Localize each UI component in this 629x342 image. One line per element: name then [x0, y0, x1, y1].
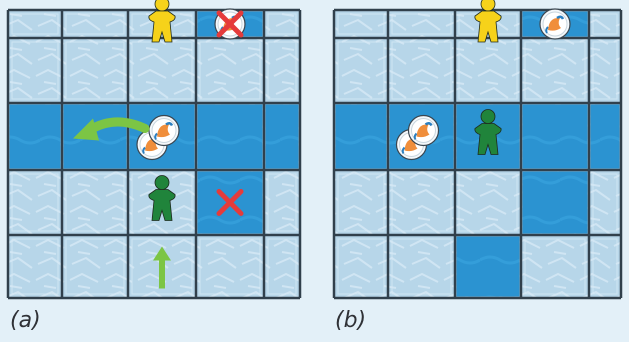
board-a-cell-r2c4 [266, 105, 299, 169]
board-a-cell-r1c1 [64, 40, 127, 102]
board-a-cell-r3c1 [64, 172, 127, 234]
board-a-cell-r1c0 [10, 40, 61, 102]
board-b-cell-r3c0 [336, 172, 387, 234]
fish-token-icon [409, 116, 439, 146]
board-a-cell-r4c3 [198, 237, 263, 297]
board-a-cell-r1c4 [266, 40, 299, 102]
board-b-cell-r4c0 [336, 237, 387, 297]
board-a-cell-r4c0 [10, 237, 61, 297]
board-b-cell-r1c3 [523, 40, 588, 102]
board-b-cell-r2c0 [336, 105, 387, 169]
board-a [8, 0, 300, 298]
board-a-cell-r3c0 [10, 172, 61, 234]
board-a-cell-r3c4 [266, 172, 299, 234]
panel-a-label: (a) [10, 308, 41, 333]
board-b-cell-r2c4 [591, 105, 620, 169]
board-b-cell-r4c3 [523, 237, 588, 297]
fish-token-icon [149, 116, 179, 146]
board-a-cell-r2c0 [10, 105, 61, 169]
board-a-cell-r1c3 [198, 40, 263, 102]
board-b [334, 0, 621, 298]
panel-b-label: (b) [335, 308, 366, 333]
board-b-cell-r4c1 [390, 237, 454, 297]
board-b-cell-r4c2 [457, 237, 520, 297]
board-a-cell-r0c4 [266, 12, 299, 37]
board-b-cell-r3c1 [390, 172, 454, 234]
board-b-cell-r2c3 [523, 105, 588, 169]
board-b-cell-r3c2 [457, 172, 520, 234]
board-b-cell-r0c4 [591, 12, 620, 37]
board-b-cell-r1c0 [336, 40, 387, 102]
board-a-cell-r4c1 [64, 237, 127, 297]
board-a-cell-r0c0 [10, 12, 61, 37]
board-a-cell-r2c3 [198, 105, 263, 169]
board-b-cell-r0c1 [390, 12, 454, 37]
board-a-cell-r1c2 [130, 40, 195, 102]
fish-token-icon [540, 9, 570, 39]
board-b-cell-r0c0 [336, 12, 387, 37]
board-b-cell-r3c4 [591, 172, 620, 234]
board-a-cell-r0c1 [64, 12, 127, 37]
board-b-cell-r4c4 [591, 237, 620, 297]
board-a-cell-r4c4 [266, 237, 299, 297]
board-b-cell-r3c3 [523, 172, 588, 234]
board-b-cell-r1c1 [390, 40, 454, 102]
board-b-cell-r1c2 [457, 40, 520, 102]
board-b-cell-r1c4 [591, 40, 620, 102]
